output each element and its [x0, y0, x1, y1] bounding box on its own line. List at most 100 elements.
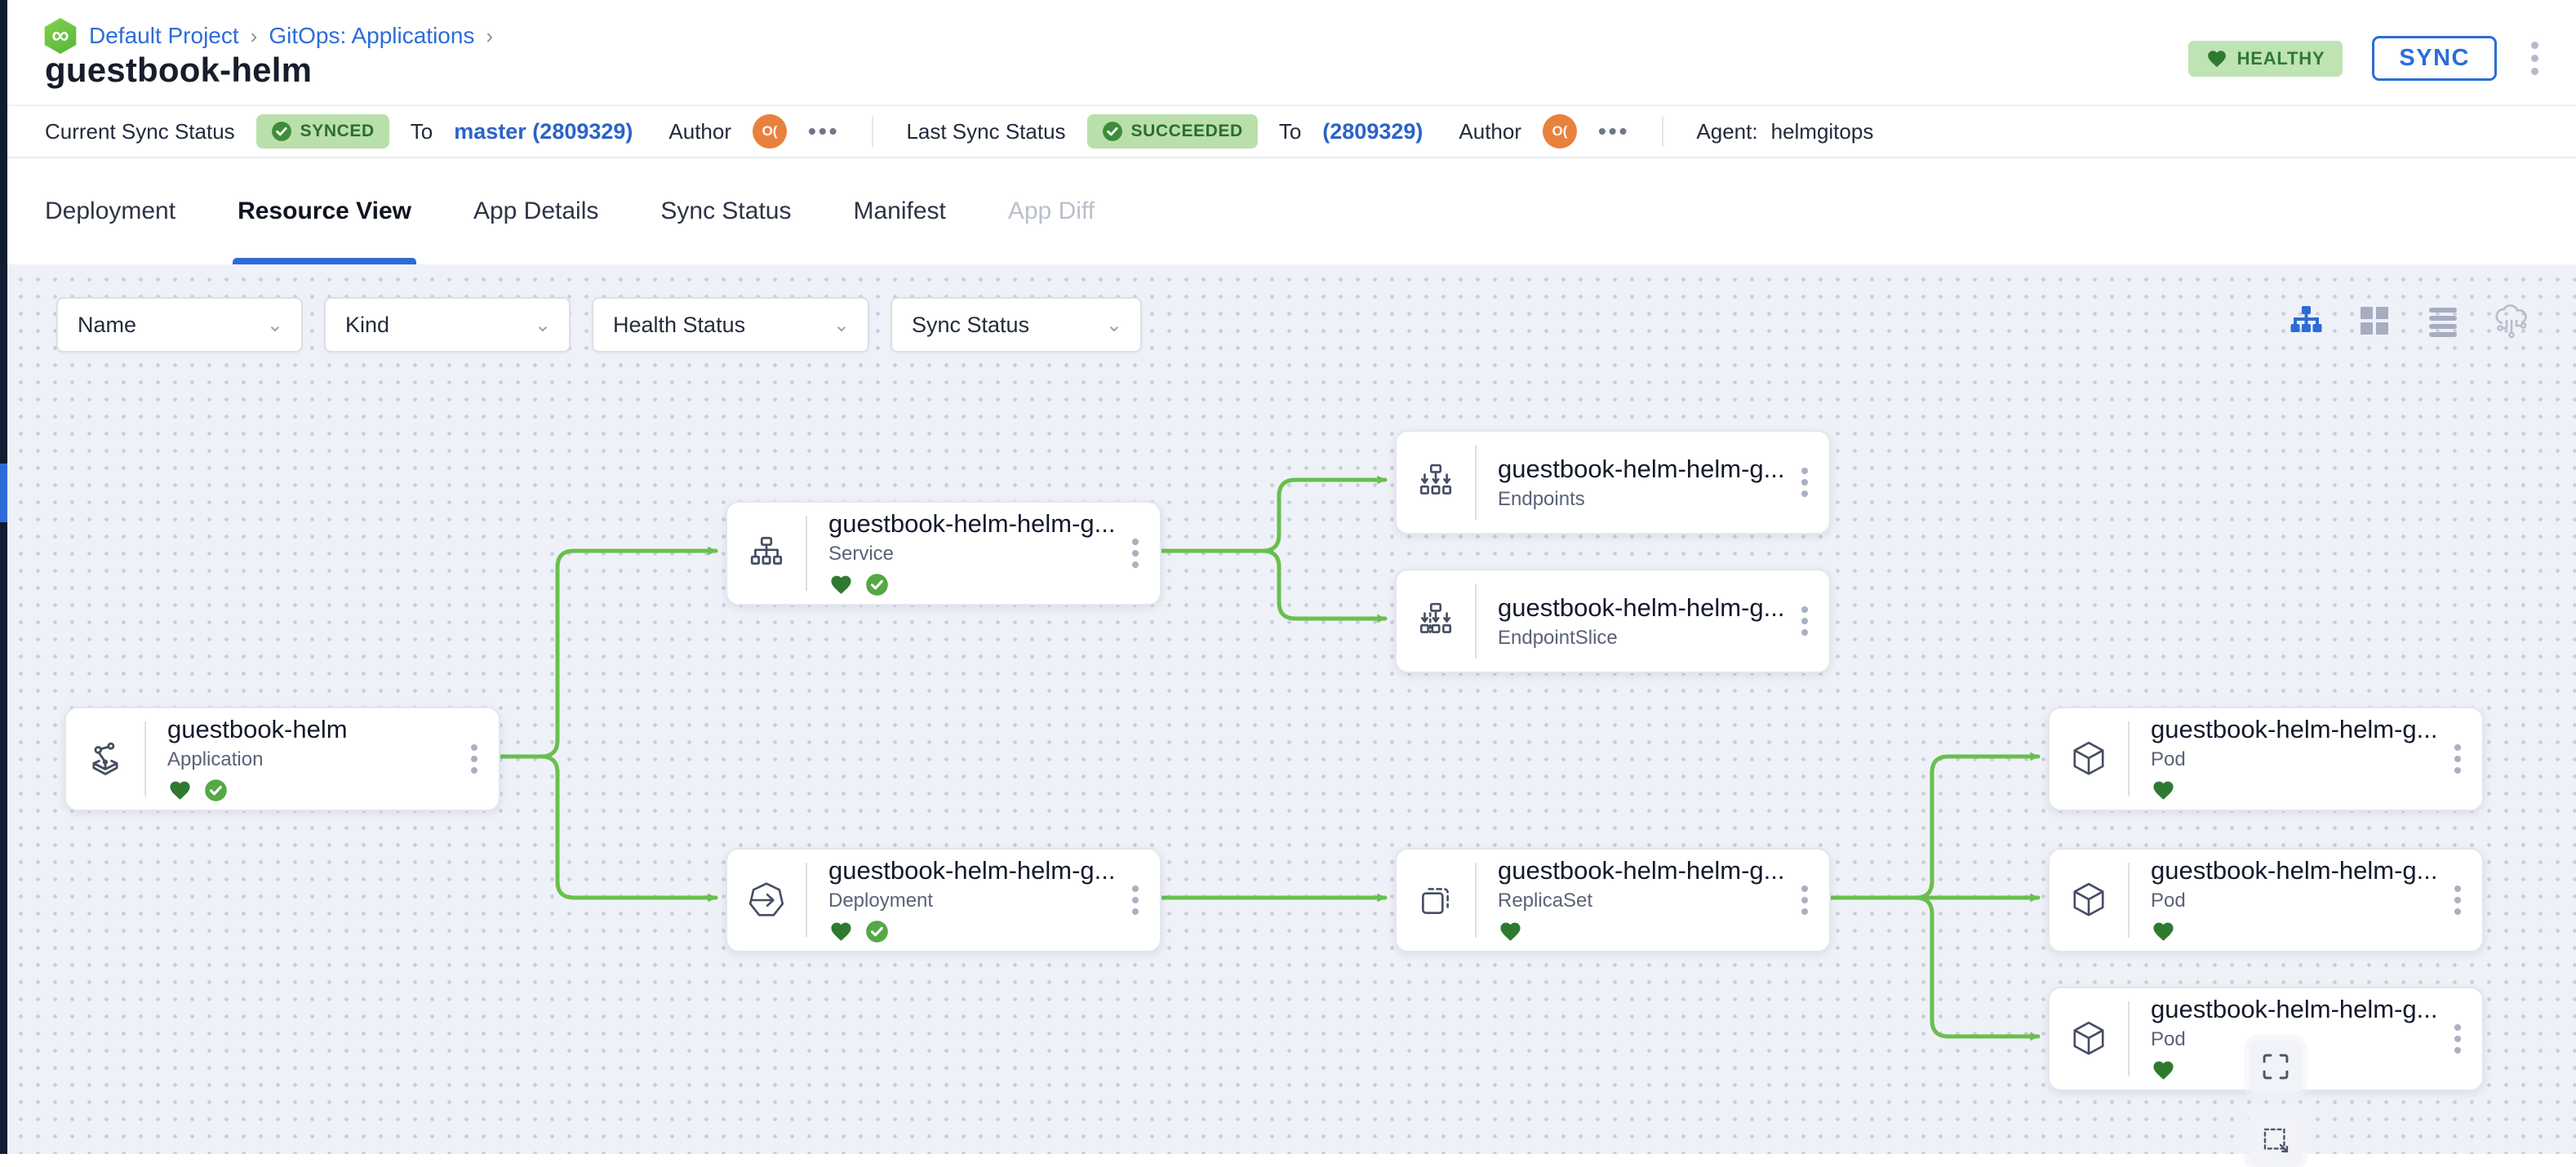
node-kind: Pod	[2151, 1028, 2186, 1050]
service-icon	[727, 534, 806, 573]
healthy-heart-icon	[2153, 781, 2174, 800]
node-menu-kebab-icon[interactable]	[1797, 881, 1829, 920]
node-badges	[828, 571, 1127, 597]
node-menu-kebab-icon[interactable]	[1127, 881, 1160, 920]
tab-manifest[interactable]: Manifest	[853, 197, 946, 224]
node-application[interactable]: guestbook-helm Application	[64, 707, 500, 811]
node-title: guestbook-helm-helm-g...	[2151, 715, 2438, 743]
node-endpoints[interactable]: guestbook-helm-helm-g... Endpoints	[1395, 430, 1831, 535]
node-pod-1[interactable]: guestbook-helm-helm-g... Pod	[2048, 707, 2484, 811]
node-menu-kebab-icon[interactable]	[1797, 463, 1829, 502]
node-deployment[interactable]: guestbook-helm-helm-g... Deployment	[726, 848, 1161, 952]
breadcrumb-applications-link[interactable]: GitOps: Applications	[269, 23, 475, 48]
current-author-avatar[interactable]: O(	[753, 114, 788, 149]
healthy-heart-icon	[2153, 922, 2174, 941]
node-divider	[2128, 863, 2130, 938]
kind-filter-label: Kind	[345, 312, 390, 337]
selection-mode-button[interactable]	[2249, 1113, 2303, 1167]
node-menu-kebab-icon[interactable]	[1797, 601, 1829, 641]
tab-resource-view[interactable]: Resource View	[233, 158, 416, 264]
breadcrumb-project-link[interactable]: Default Project	[89, 23, 239, 48]
tree-view-icon[interactable]	[2287, 302, 2325, 339]
resource-graph-canvas[interactable]: Name⌄ Kind ⌄ Health Status ⌄ Sync Status ⌄	[7, 264, 2576, 1167]
node-body: guestbook-helm-helm-g... Deployment	[807, 856, 1127, 944]
node-replicaset[interactable]: guestbook-helm-helm-g... ReplicaSet	[1395, 848, 1831, 952]
current-more-ellipsis[interactable]: •••	[808, 118, 840, 144]
left-nav-rail[interactable]	[0, 0, 7, 1154]
pod-icon	[2050, 881, 2128, 920]
node-kind: Deployment	[828, 890, 934, 912]
expand-icon	[2263, 1054, 2289, 1080]
node-menu-kebab-icon[interactable]	[2449, 739, 2482, 779]
sync-filter-label: Sync Status	[912, 312, 1030, 337]
left-nav-active-indicator	[0, 464, 7, 522]
node-body: guestbook-helm-helm-g... Service	[807, 509, 1127, 597]
node-kind: Pod	[2151, 748, 2186, 770]
fit-view-button[interactable]	[2249, 1040, 2303, 1094]
node-body: guestbook-helm-helm-g... Endpoints	[1477, 455, 1797, 511]
cloud-network-view-icon[interactable]	[2493, 302, 2530, 339]
deployment-icon	[727, 881, 806, 920]
app-menu-kebab-icon[interactable]	[2526, 38, 2543, 78]
node-kind: ReplicaSet	[1498, 890, 1593, 912]
application-icon	[66, 739, 144, 779]
node-body: guestbook-helm-helm-g... Pod	[2130, 856, 2449, 944]
list-view-icon[interactable]	[2424, 302, 2462, 339]
node-service[interactable]: guestbook-helm-helm-g... Service	[726, 501, 1161, 606]
node-menu-kebab-icon[interactable]	[466, 739, 499, 779]
chevron-down-icon: ⌄	[1105, 313, 1122, 336]
node-body: guestbook-helm-helm-g... Pod	[2130, 995, 2449, 1083]
healthy-heart-icon	[831, 922, 851, 941]
current-revision-link[interactable]: master (2809329)	[454, 118, 633, 144]
node-body: guestbook-helm-helm-g... Pod	[2130, 715, 2449, 803]
agent-label: Agent:	[1696, 118, 1758, 144]
synced-check-icon	[204, 778, 228, 802]
last-sync-label: Last Sync Status	[906, 118, 1066, 144]
graph-edges	[495, 475, 2041, 1041]
last-revision-link[interactable]: (2809329)	[1322, 118, 1423, 144]
sync-button[interactable]: SYNC	[2372, 36, 2497, 81]
node-divider	[1475, 863, 1477, 938]
node-menu-kebab-icon[interactable]	[1127, 534, 1160, 573]
node-badges	[2151, 918, 2449, 944]
sync-status-bar: Current Sync Status SYNCED To master (28…	[7, 104, 2576, 158]
agent-value: helmgitops	[1770, 118, 1874, 144]
node-menu-kebab-icon[interactable]	[2449, 881, 2482, 920]
heart-icon	[2207, 50, 2226, 67]
chevron-down-icon: ⌄	[833, 313, 850, 336]
node-title: guestbook-helm-helm-g...	[1498, 856, 1785, 885]
name-filter-dropdown[interactable]: Name⌄	[56, 297, 303, 353]
tab-app-details[interactable]: App Details	[473, 197, 599, 224]
last-author-avatar[interactable]: O(	[1543, 114, 1577, 149]
last-author-label: Author	[1459, 118, 1521, 144]
succeeded-badge: SUCCEEDED	[1086, 114, 1258, 149]
last-more-ellipsis[interactable]: •••	[1598, 118, 1630, 144]
chevron-down-icon: ⌄	[534, 313, 551, 336]
page-header: ∞ Default Project › GitOps: Applications…	[7, 0, 2576, 104]
tab-app-diff[interactable]: App Diff	[1007, 197, 1095, 224]
node-endpointslice[interactable]: guestbook-helm-helm-g... EndpointSlice	[1395, 569, 1831, 673]
page-title: guestbook-helm	[45, 51, 313, 89]
node-menu-kebab-icon[interactable]	[2449, 1019, 2482, 1058]
node-kind: Endpoints	[1498, 487, 1585, 510]
succeeded-badge-label: SUCCEEDED	[1130, 122, 1243, 140]
last-to-label: To	[1278, 118, 1302, 144]
tab-deployment[interactable]: Deployment	[45, 197, 176, 224]
endpoints-icon	[1397, 463, 1475, 502]
health-status-filter-dropdown[interactable]: Health Status ⌄	[592, 297, 869, 353]
node-divider	[144, 721, 146, 796]
node-divider	[806, 516, 807, 591]
tab-sync-status[interactable]: Sync Status	[660, 197, 792, 224]
node-pod-2[interactable]: guestbook-helm-helm-g... Pod	[2048, 848, 2484, 952]
grid-view-icon[interactable]	[2356, 302, 2393, 339]
synced-badge: SYNCED	[255, 114, 389, 149]
health-filter-label: Health Status	[613, 312, 746, 337]
check-circle-icon	[270, 121, 292, 142]
agent-group: Agent: helmgitops	[1696, 119, 1873, 144]
statusbar-divider	[872, 116, 874, 147]
kind-filter-dropdown[interactable]: Kind ⌄	[324, 297, 571, 353]
healthy-heart-icon	[1500, 922, 1521, 941]
sync-status-filter-dropdown[interactable]: Sync Status ⌄	[890, 297, 1142, 353]
app-page: ∞ Default Project › GitOps: Applications…	[7, 0, 2576, 1167]
replicaset-icon	[1397, 881, 1475, 920]
